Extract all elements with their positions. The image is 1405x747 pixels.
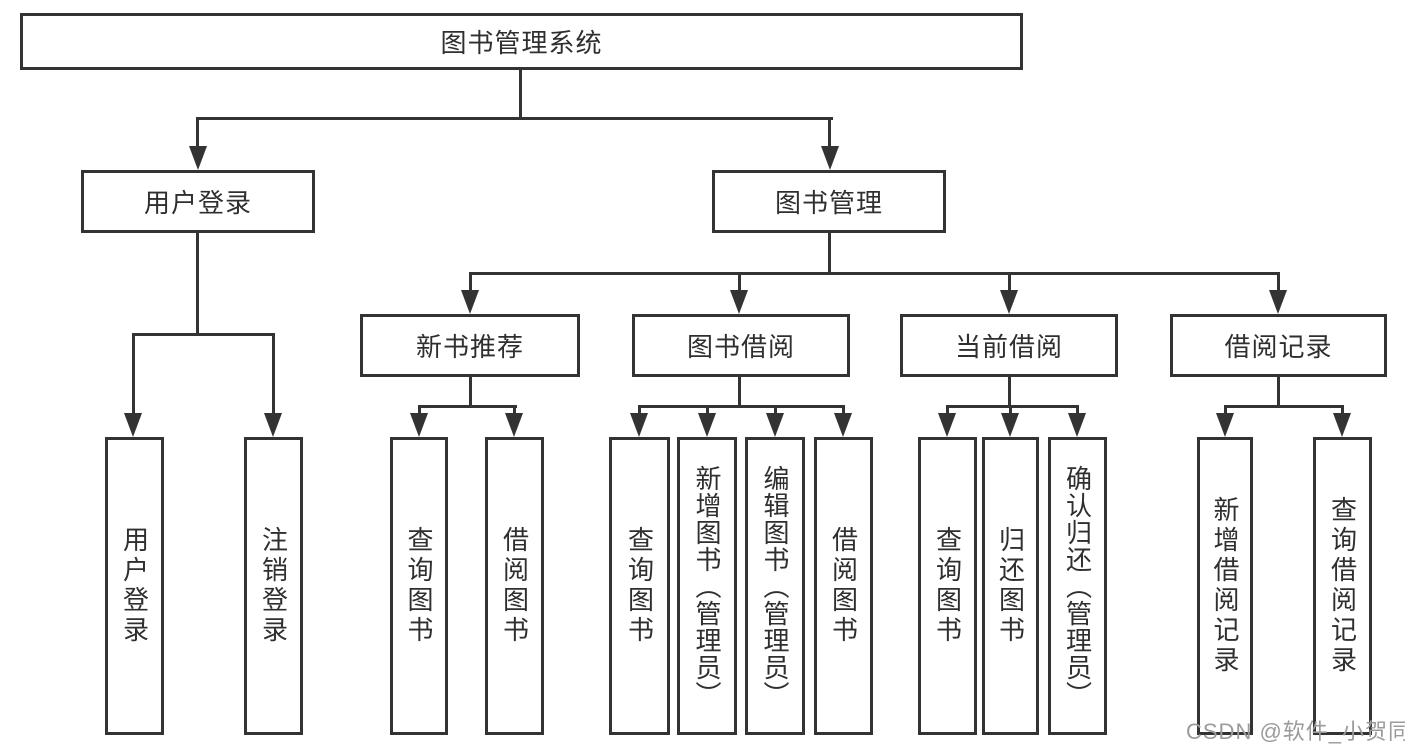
node-new-book-recommend-label: 新书推荐 [415, 332, 524, 362]
node-book-management: 图书管理 [712, 170, 946, 233]
connector-bookborrow-drop [738, 376, 741, 408]
connector-book-mgmt-drop [828, 232, 831, 275]
leaf-borrowing-query-books: 查询图书 [609, 437, 670, 735]
connector-bookborrow-branch [638, 405, 845, 408]
connector-user-login-drop [196, 232, 199, 336]
leaf-user-login: 用户登录 [105, 437, 164, 735]
arrow-to-leaf-borrowing-add [698, 413, 716, 437]
arrow-to-user-login [189, 146, 207, 170]
node-user-login-label: 用户登录 [143, 188, 252, 218]
node-root: 图书管理系统 [20, 13, 1023, 70]
leaf-newbook-borrow-books-label: 借阅图书 [499, 526, 530, 646]
connector-currentborrow-c3 [1076, 405, 1079, 417]
connector-currentborrow-c1 [946, 405, 949, 417]
arrow-to-leaf-newbook-borrow [505, 413, 523, 437]
arrow-to-leaf-borrowing-edit [766, 413, 784, 437]
connector-newbook-branch [418, 405, 517, 408]
leaf-user-login-label: 用户登录 [119, 526, 150, 646]
connector-currentborrow-drop [1008, 376, 1011, 408]
arrow-to-book-management [821, 146, 839, 170]
leaf-current-confirm-return-admin: 确认归还（管理员） [1048, 437, 1107, 735]
connector-user-login-child2-drop [272, 333, 275, 417]
leaf-borrowing-borrow-books: 借阅图书 [814, 437, 873, 735]
arrow-to-leaf-newbook-query [410, 413, 428, 437]
leaf-borrowing-add-books-admin: 新增图书（管理员） [677, 437, 737, 735]
connector-user-login-child1-drop [132, 333, 135, 417]
watermark: CSDN @软件_小贺同学 [1186, 719, 1405, 744]
leaf-current-query-books-label: 查询图书 [932, 526, 963, 646]
leaf-current-return-books-label: 归还图书 [995, 526, 1026, 646]
connector-newbook-stub [469, 272, 472, 294]
connector-book-mgmt-branch [469, 272, 1280, 275]
node-user-login: 用户登录 [81, 170, 315, 233]
arrow-to-current-borrowing [1000, 290, 1018, 314]
connector-newbook-drop [469, 376, 472, 408]
leaf-logout-label: 注销登录 [258, 526, 289, 646]
connector-bookborrow-c2 [706, 405, 709, 417]
connector-borrowrecord-stub [1277, 272, 1280, 294]
leaf-records-query: 查询借阅记录 [1313, 437, 1372, 735]
connector-root-drop [519, 68, 522, 119]
connector-newbook-c2 [513, 405, 516, 417]
connector-bookborrow-c3 [774, 405, 777, 417]
node-book-management-label: 图书管理 [774, 188, 883, 218]
arrow-to-leaf-logout [264, 413, 282, 437]
connector-borrowrecord-c2 [1341, 405, 1344, 417]
arrow-to-leaf-user-login [124, 413, 142, 437]
leaf-borrowing-borrow-books-label: 借阅图书 [828, 526, 859, 646]
leaf-records-query-label: 查询借阅记录 [1327, 496, 1358, 676]
leaf-records-add-label: 新增借阅记录 [1210, 496, 1240, 676]
leaf-newbook-query-books: 查询图书 [390, 437, 448, 735]
arrow-to-leaf-borrowing-borrow [834, 413, 852, 437]
connector-bookborrow-stub [738, 272, 741, 294]
node-root-label: 图书管理系统 [440, 28, 603, 58]
connector-bookborrow-c1 [638, 405, 641, 417]
arrow-to-new-book-recommend [461, 290, 479, 314]
arrow-to-leaf-current-confirm [1068, 413, 1086, 437]
leaf-current-return-books: 归还图书 [982, 437, 1039, 735]
node-new-book-recommend: 新书推荐 [360, 314, 580, 377]
leaf-newbook-borrow-books: 借阅图书 [485, 437, 544, 735]
connector-currentborrow-branch [946, 405, 1079, 408]
leaf-current-confirm-return-admin-label: 确认归还（管理员） [1062, 464, 1093, 708]
connector-currentborrow-c2 [1009, 405, 1012, 417]
node-book-borrowing-label: 图书借阅 [686, 332, 795, 362]
leaf-records-add: 新增借阅记录 [1197, 437, 1253, 735]
node-borrowing-records-label: 借阅记录 [1224, 332, 1333, 362]
connector-bookborrow-c4 [842, 405, 845, 417]
node-book-borrowing: 图书借阅 [632, 314, 850, 377]
arrow-to-leaf-records-query [1333, 413, 1351, 437]
leaf-current-query-books: 查询图书 [918, 437, 977, 735]
node-current-borrowing: 当前借阅 [900, 314, 1118, 377]
node-current-borrowing-label: 当前借阅 [954, 332, 1063, 362]
connector-root-right-drop [828, 117, 831, 149]
arrow-to-leaf-borrowing-query [630, 413, 648, 437]
connector-borrowrecord-drop [1277, 376, 1280, 408]
connector-newbook-c1 [418, 405, 421, 417]
arrow-to-book-borrowing [730, 290, 748, 314]
connector-borrowrecord-branch [1224, 405, 1344, 408]
connector-borrowrecord-c1 [1224, 405, 1227, 417]
leaf-newbook-query-books-label: 查询图书 [404, 526, 434, 646]
arrow-to-leaf-current-return [1001, 413, 1019, 437]
leaf-borrowing-edit-books-admin: 编辑图书（管理员） [745, 437, 805, 735]
leaf-logout: 注销登录 [244, 437, 303, 735]
leaf-borrowing-query-books-label: 查询图书 [624, 526, 655, 646]
connector-user-login-branch [132, 333, 275, 336]
arrow-to-borrowing-records [1269, 290, 1287, 314]
leaf-borrowing-edit-books-admin-label: 编辑图书（管理员） [760, 464, 790, 708]
arrow-to-leaf-current-query [938, 413, 956, 437]
node-borrowing-records: 借阅记录 [1170, 314, 1387, 377]
connector-root-branch [196, 117, 833, 120]
arrow-to-leaf-records-add [1216, 413, 1234, 437]
leaf-borrowing-add-books-admin-label: 新增图书（管理员） [692, 464, 722, 708]
connector-currentborrow-stub [1008, 272, 1011, 294]
connector-root-left-drop [196, 117, 199, 149]
